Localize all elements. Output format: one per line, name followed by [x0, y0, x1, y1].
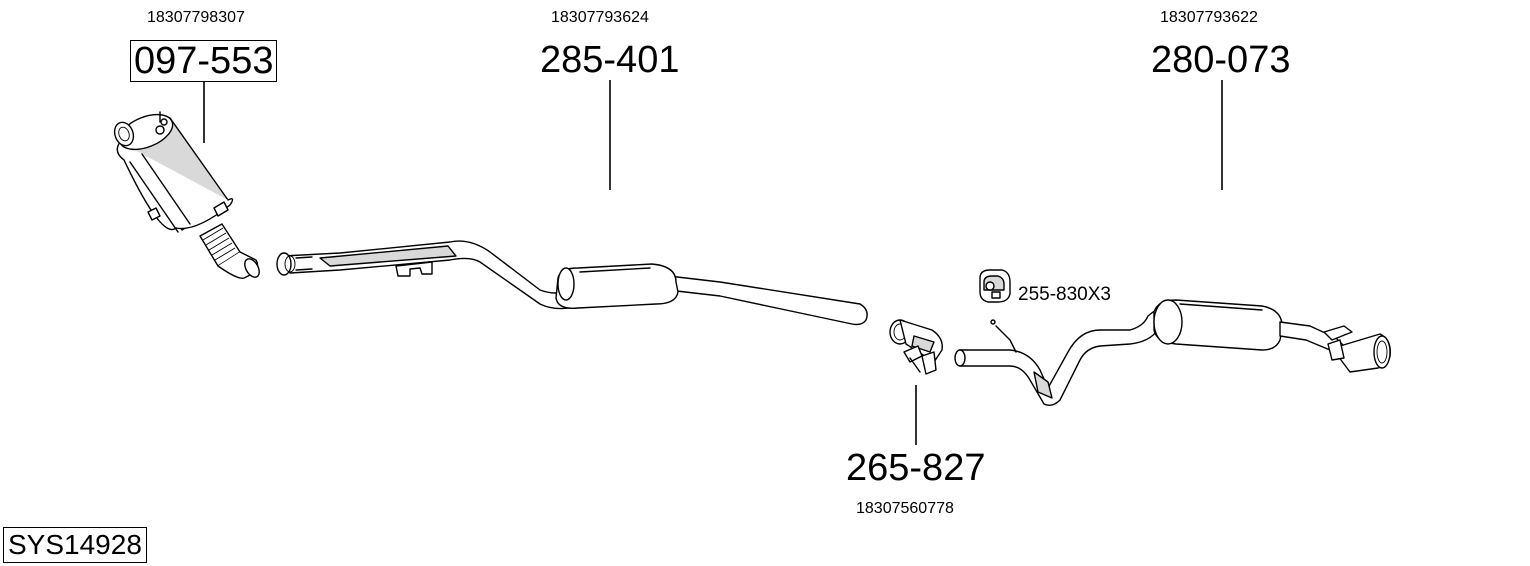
oem-number-part-1: 18307798307	[147, 9, 245, 26]
oem-number-part-4: 18307560778	[856, 500, 954, 517]
center-silencer-drawing	[276, 240, 868, 326]
clamp-connector-drawing	[889, 319, 943, 375]
hanger-part-number[interactable]: 255-830X3	[1018, 284, 1111, 305]
part-number-265-827[interactable]: 265-827	[846, 447, 986, 489]
oem-number-part-2: 18307793624	[551, 9, 649, 26]
part-number-097-553[interactable]: 097-553	[130, 40, 278, 82]
particulate-filter-drawing	[113, 111, 260, 279]
rear-silencer-drawing	[954, 299, 1391, 407]
system-code: SYS14928	[3, 527, 147, 563]
rubber-hanger-drawing	[979, 269, 1011, 303]
part-number-285-401[interactable]: 285-401	[540, 39, 680, 81]
part-number-280-073[interactable]: 280-073	[1151, 39, 1291, 81]
oem-number-part-3: 18307793622	[1160, 9, 1258, 26]
